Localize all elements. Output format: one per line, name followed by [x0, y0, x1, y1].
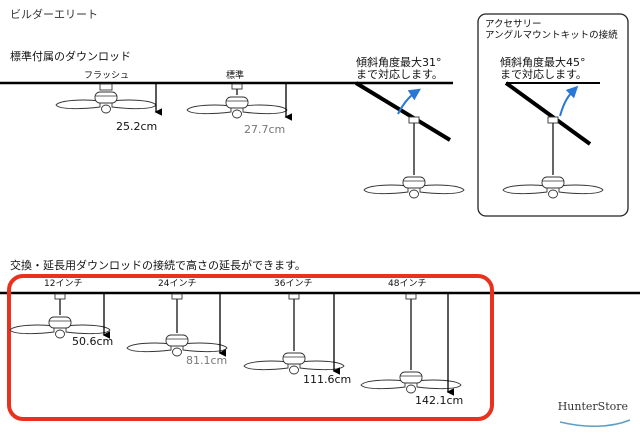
- ext-dimension-36: 111.6cm: [303, 373, 352, 386]
- ext-dimension-48: 142.1cm: [415, 394, 464, 407]
- fan-dimension-standard: 27.7cm: [244, 123, 286, 136]
- angle-45-line1: 傾斜角度最大45°: [500, 56, 586, 69]
- tilt-arrow-31: [397, 88, 421, 115]
- fan-label-flush: フラッシュ: [84, 71, 130, 81]
- fan-standard: [186, 83, 293, 121]
- ext-label-36: 36インチ: [274, 279, 313, 289]
- ext-label-48: 48インチ: [388, 279, 427, 289]
- fan-ext-24: [126, 293, 228, 357]
- brand-swoosh: [559, 419, 631, 428]
- section-extension-title: 交換・延長用ダウンロッドの接続で高さの延長ができます。: [10, 259, 306, 272]
- section-standard-title: 標準付属のダウンロッド: [10, 50, 131, 63]
- angle-31-text: 傾斜角度最大31° まで対応します。: [356, 57, 443, 80]
- fan-flush: [55, 83, 163, 116]
- sloped-ceiling-31: [354, 81, 465, 199]
- accessory-caption: アクセサリー アングルマウントキットの接続: [485, 19, 618, 42]
- angle-45-line2: まで対応します。: [500, 67, 587, 81]
- ext-dimension-24: 81.1cm: [186, 354, 228, 367]
- angle-31-line2: まで対応します。: [356, 67, 443, 81]
- fan-ext-36: [243, 293, 345, 375]
- fan-ext-48: [360, 293, 462, 396]
- sloped-ceiling-45: [502, 81, 604, 199]
- fan-dimension-flush: 25.2cm: [116, 120, 158, 133]
- page-title: ビルダーエリート: [10, 8, 98, 21]
- ext-label-12: 12インチ: [44, 279, 83, 289]
- accessory-box: [477, 13, 629, 217]
- angle-45-text: 傾斜角度最大45° まで対応します。: [500, 57, 587, 80]
- angle-31-line1: 傾斜角度最大31°: [356, 56, 442, 69]
- accessory-line2: アングルマウントキットの接続: [485, 29, 618, 41]
- ext-label-24: 24インチ: [158, 279, 197, 289]
- brand-logo: HunterStore: [557, 400, 628, 413]
- extension-highlight-box: [7, 274, 494, 421]
- fan-ext-12: [9, 293, 111, 339]
- ext-dimension-12: 50.6cm: [72, 335, 114, 348]
- fan-label-standard: 標準: [226, 71, 245, 81]
- tilt-arrow-45: [559, 85, 579, 117]
- accessory-line1: アクセサリー: [485, 19, 542, 30]
